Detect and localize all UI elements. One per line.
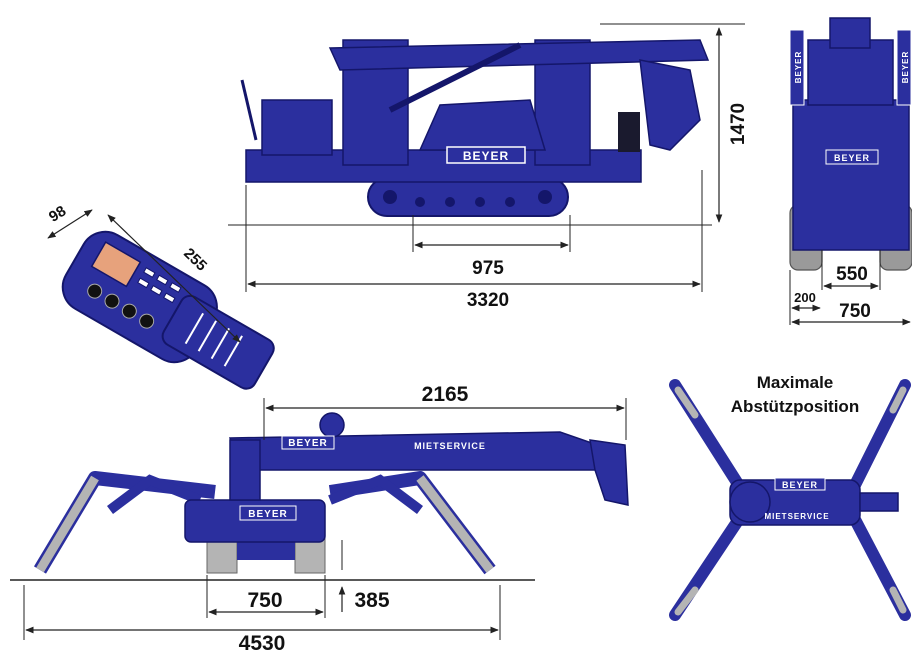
outrigger-view: BEYER BEYER MIETSERVICE 2165 750 385 453… — [10, 383, 629, 652]
front-overall-width: 750 — [839, 301, 871, 322]
outrigger-track-base-dimension: 750 — [247, 589, 282, 612]
side-brand-label: BEYER — [463, 149, 509, 163]
top-view: Maximale Abstützposition BEYER MIETSERVI… — [669, 373, 911, 621]
boom-reach-dimension: 2165 — [422, 383, 469, 406]
outrigger-service-label: MIETSERVICE — [414, 441, 486, 451]
remote-control-view: 98 255 — [46, 203, 275, 390]
boom — [328, 39, 710, 71]
outrigger-brand-boom: BEYER — [288, 438, 327, 449]
top-view-caption-line2: Abstützposition — [731, 397, 859, 416]
outrigger-span-dimension: 4530 — [239, 632, 286, 652]
top-view-caption-line1: Maximale — [757, 373, 834, 392]
front-brand-left: BEYER — [794, 51, 803, 84]
front-brand-right: BEYER — [901, 51, 910, 84]
front-view: BEYER BEYER BEYER 550 200 750 — [789, 17, 912, 326]
remote-width-dimension: 98 — [46, 203, 69, 226]
front-track-shoe-width: 200 — [794, 290, 816, 305]
top-brand-label: BEYER — [782, 480, 818, 490]
ground-clearance-dimension: 385 — [354, 589, 389, 612]
front-brand-center: BEYER — [834, 153, 870, 163]
height-dimension: 1470 — [728, 103, 749, 145]
remote-length-dimension: 255 — [180, 245, 210, 275]
track-length-dimension: 975 — [472, 258, 504, 279]
remote-grip — [161, 294, 275, 390]
overall-length-dimension: 3320 — [467, 290, 509, 311]
front-track-gauge: 550 — [836, 264, 868, 285]
side-view: BEYER 1470 975 3320 — [228, 23, 749, 311]
outrigger-brand-body: BEYER — [248, 509, 287, 520]
top-service-label: MIETSERVICE — [764, 512, 829, 521]
